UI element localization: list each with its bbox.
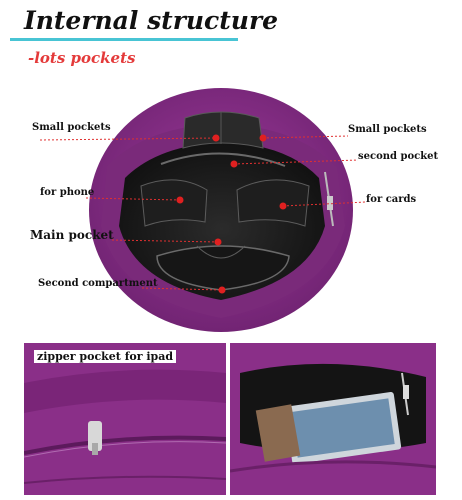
label-small-pockets-right: Small pockets: [348, 124, 427, 135]
label-for-cards: for cards: [366, 194, 417, 205]
bag-interior-photo: [87, 86, 355, 334]
dot-for-phone: [176, 196, 184, 204]
label-main-pocket: Main pocket: [30, 228, 114, 242]
dot-main-pocket: [214, 238, 222, 246]
ipad-in-pocket-photo: [230, 343, 436, 495]
label-small-pockets-left: Small pockets: [32, 122, 111, 133]
dot-for-cards: [279, 202, 287, 210]
dot-small-pocket-right: [259, 134, 267, 142]
dot-second-compartment: [218, 286, 226, 294]
label-for-phone: for phone: [40, 187, 95, 198]
label-second-compartment: Second compartment: [38, 278, 158, 289]
title-underline: [10, 38, 238, 41]
dot-second-pocket: [230, 160, 238, 168]
page-subtitle: -lots pockets: [28, 49, 136, 67]
label-zipper-pocket-ipad: zipper pocket for ipad: [34, 350, 177, 363]
dot-small-pocket-left: [212, 134, 220, 142]
label-second-pocket: second pocket: [358, 151, 439, 162]
page-title: Internal structure: [24, 6, 279, 35]
zipper-pocket-photo: [24, 343, 226, 495]
